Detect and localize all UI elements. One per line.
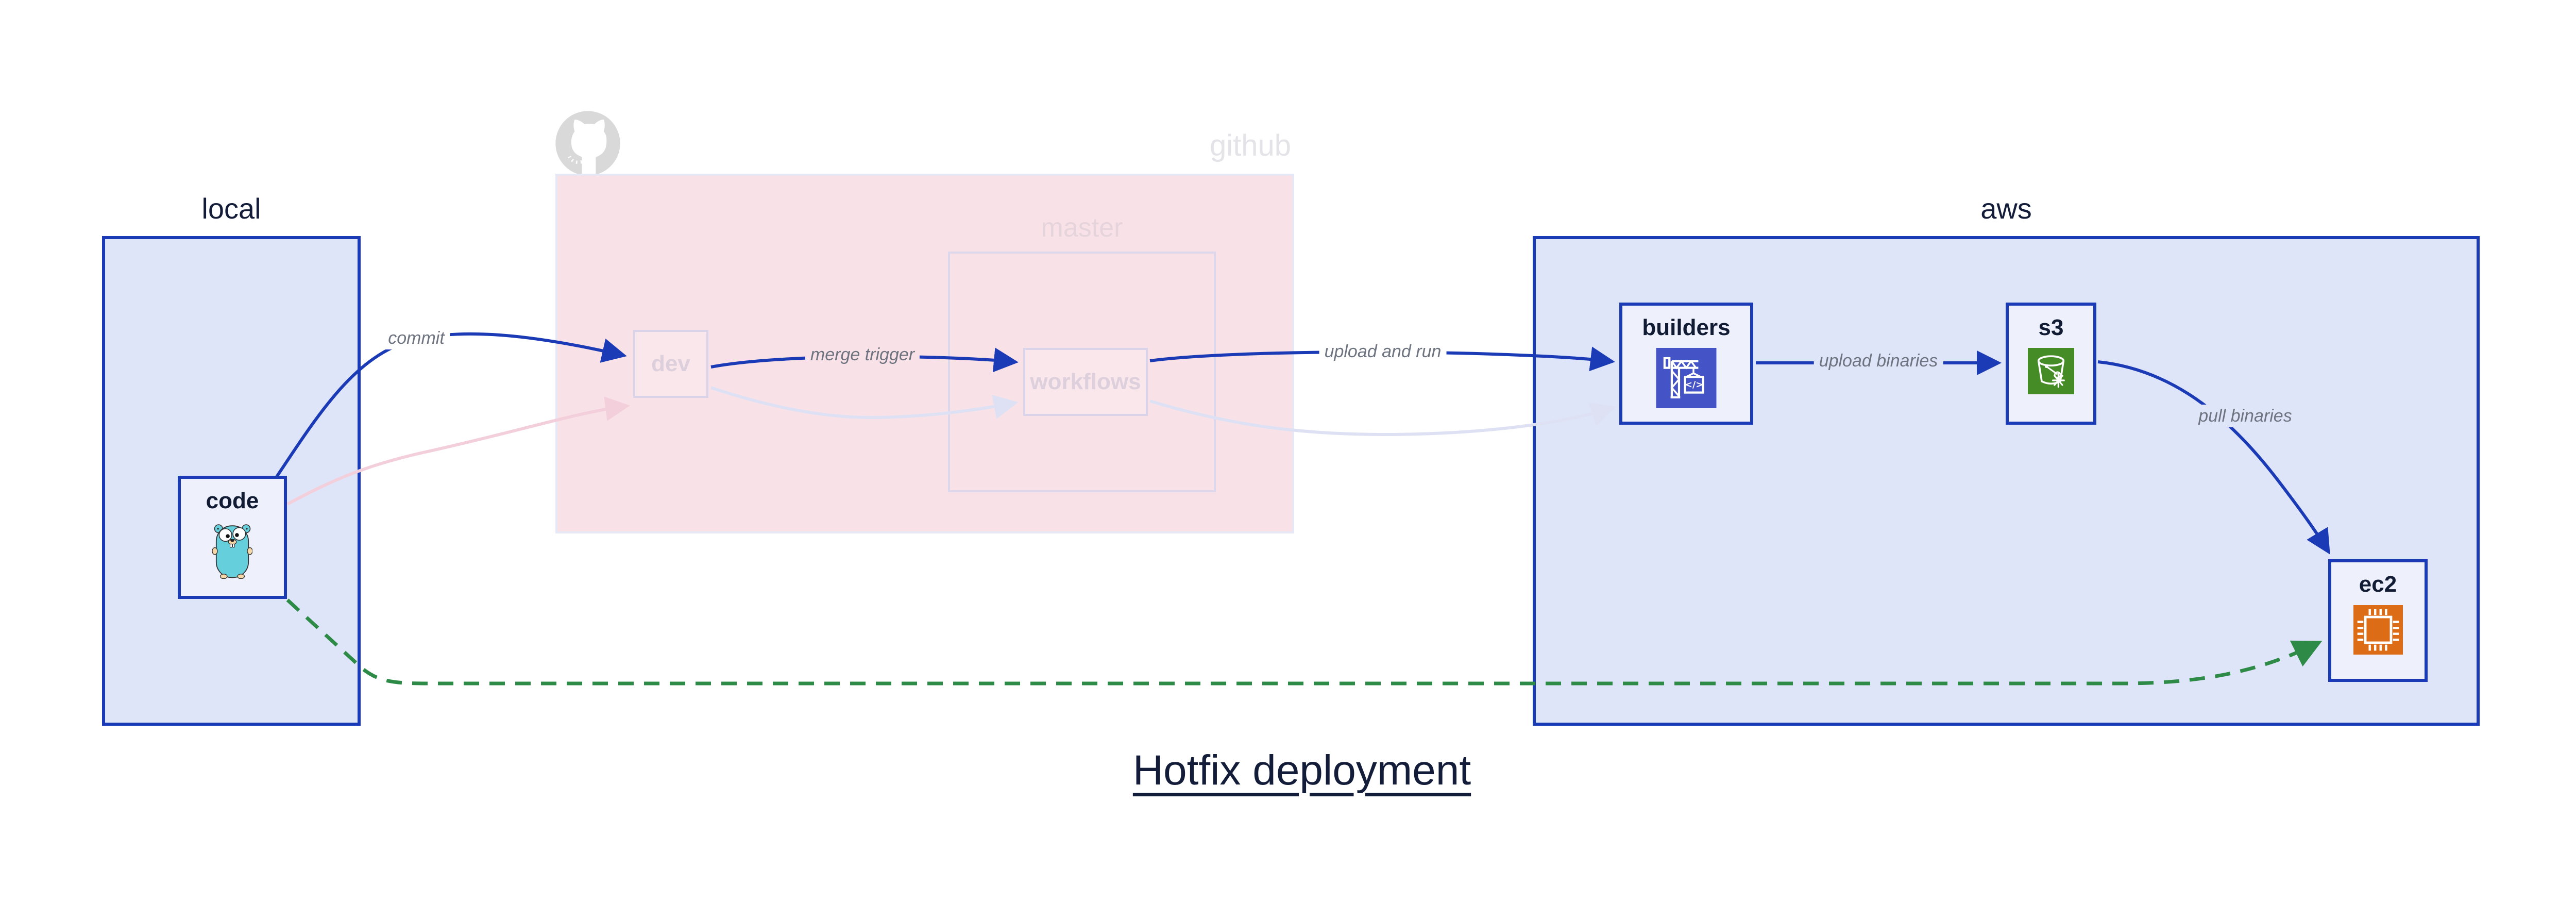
node-code-label: code <box>206 488 259 513</box>
node-dev: dev <box>633 330 708 398</box>
node-ec2: ec2 <box>2328 559 2428 682</box>
local-group-label: local <box>201 192 261 225</box>
github-octocat-icon <box>555 110 621 178</box>
node-code: code <box>178 476 287 599</box>
master-branch-box <box>948 252 1216 492</box>
node-builders-label: builders <box>1642 315 1731 340</box>
node-workflows-label: workflows <box>1030 369 1141 394</box>
node-s3: s3 <box>2006 303 2096 425</box>
node-builders: builders </> <box>1619 303 1753 425</box>
diagram-title: Hotfix deployment <box>0 746 2576 795</box>
node-s3-label: s3 <box>2038 315 2064 340</box>
aws-codebuild-icon: </> <box>1655 348 1717 411</box>
aws-group-label: aws <box>1980 192 2032 225</box>
go-gopher-icon <box>212 521 253 581</box>
edge-label-upload-binaries: upload binaries <box>1814 349 1943 372</box>
edge-label-pull-binaries: pull binaries <box>2193 405 2297 427</box>
node-dev-label: dev <box>651 351 690 376</box>
diagram-title-text: Hotfix deployment <box>1132 747 1471 794</box>
github-group-label: github <box>1209 129 1291 162</box>
edge-label-merge-trigger: merge trigger <box>805 343 920 366</box>
edge-label-commit: commit <box>383 327 450 349</box>
master-branch-label: master <box>1041 213 1123 243</box>
aws-s3-bucket-icon <box>2028 348 2074 397</box>
codebuild-code-glyph: </> <box>1685 380 1703 390</box>
node-ec2-label: ec2 <box>2359 572 2397 597</box>
edge-label-upload-and-run: upload and run <box>1319 340 1447 363</box>
aws-ec2-chip-icon <box>2353 605 2403 658</box>
node-workflows: workflows <box>1023 348 1148 416</box>
